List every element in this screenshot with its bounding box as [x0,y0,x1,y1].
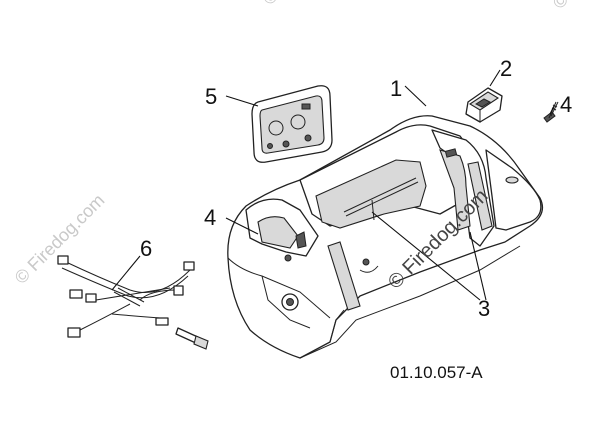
callout-3: 3 [478,296,490,321]
leader-1 [404,85,427,107]
hood-body-part [227,115,544,359]
callout-4-left: 4 [204,205,216,230]
callout-6: 6 [140,236,152,261]
watermark-left: © Firedog.com [11,190,109,288]
leader-4-right [549,105,555,115]
watermark-top: © Firedog.com [259,0,357,9]
callout-4-right: 4 [560,92,572,117]
watermark-top-right: © Firedog.com [549,0,610,13]
callout-1: 1 [390,76,402,101]
drawing-number: 01.10.057-A [390,363,483,382]
leader-5 [225,95,259,107]
leader-6 [111,255,141,291]
instrument-panel-part [251,85,333,163]
callout-5: 5 [205,84,217,109]
switch-part [465,87,503,123]
leader-2 [489,69,501,87]
leader-4-left [225,217,259,235]
callout-2: 2 [500,56,512,81]
wiring-harness-part [57,255,209,350]
leader-3a [371,211,481,301]
leader-lines [111,69,555,301]
leader-3b [469,231,487,301]
